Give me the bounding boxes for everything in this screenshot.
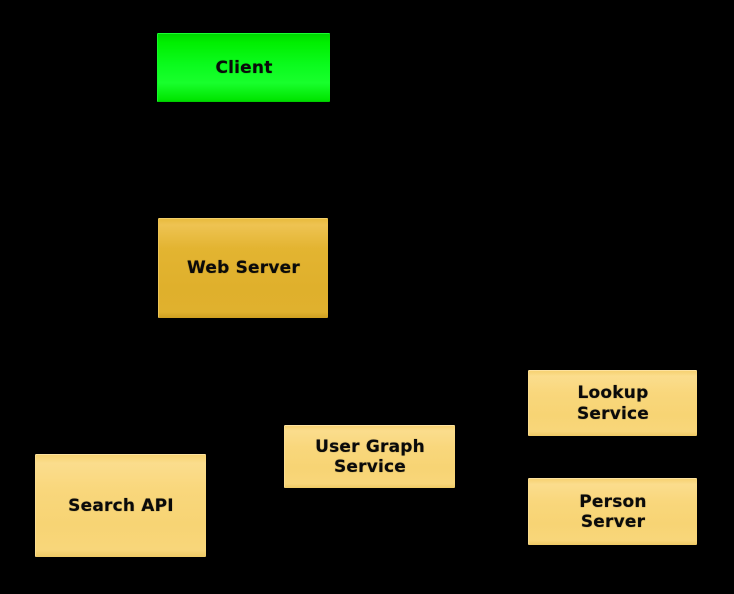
node-search-api-label: Search API <box>68 495 174 516</box>
node-web-server[interactable]: Web Server <box>158 218 328 318</box>
node-lookup-service[interactable]: Lookup Service <box>528 370 697 436</box>
node-lookup-service-label: Lookup Service <box>576 383 650 424</box>
node-user-graph-service[interactable]: User Graph Service <box>284 425 455 488</box>
node-person-server-label: Person Server <box>579 491 647 532</box>
node-client[interactable]: Client <box>157 33 330 102</box>
node-user-graph-service-label: User Graph Service <box>315 436 425 477</box>
node-search-api[interactable]: Search API <box>35 454 206 557</box>
node-web-server-label: Web Server <box>187 258 300 279</box>
node-client-label: Client <box>215 57 273 78</box>
node-person-server[interactable]: Person Server <box>528 478 697 545</box>
